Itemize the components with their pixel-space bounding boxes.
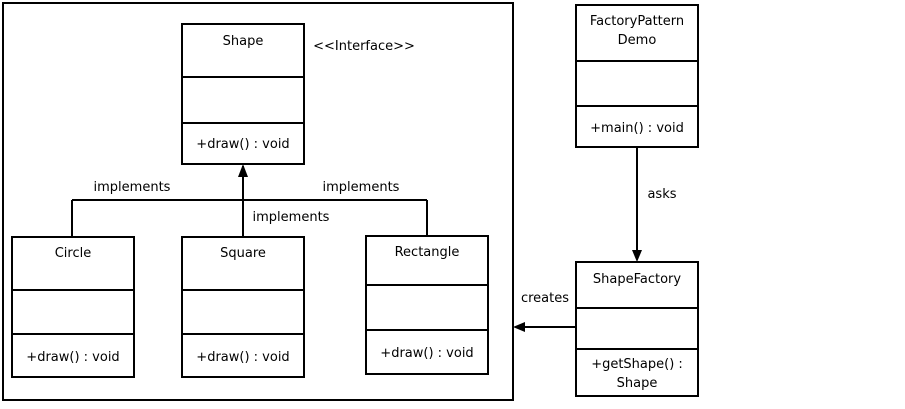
class-shape-factory-box bbox=[575, 261, 699, 397]
class-rectangle: Rectangle +draw() : void bbox=[365, 235, 489, 375]
label-implements-left: implements bbox=[94, 180, 171, 195]
class-square-name: Square bbox=[220, 246, 266, 261]
class-factory-pattern-demo-box bbox=[575, 4, 699, 148]
class-circle-box bbox=[11, 236, 135, 378]
asks-connector bbox=[632, 148, 642, 262]
class-shape-method: +draw() : void bbox=[196, 137, 289, 152]
class-shape-factory-method-line2: Shape bbox=[617, 376, 658, 391]
class-shape-factory-method-line1: +getShape() : bbox=[591, 357, 683, 372]
class-shape-name: Shape bbox=[223, 34, 264, 49]
class-square: Square +draw() : void bbox=[181, 236, 305, 378]
class-factory-pattern-demo-name-line1: FactoryPattern bbox=[590, 14, 684, 29]
creates-arrowhead bbox=[513, 322, 525, 332]
class-shape: Shape +draw() : void bbox=[181, 23, 305, 165]
implements-connectors bbox=[71, 164, 428, 237]
class-shape-factory: ShapeFactory +getShape() : Shape bbox=[575, 261, 699, 397]
class-factory-pattern-demo: FactoryPattern Demo +main() : void bbox=[575, 4, 699, 148]
shape-hierarchy-frame bbox=[2, 2, 514, 401]
class-circle-name: Circle bbox=[55, 246, 92, 261]
label-creates: creates bbox=[521, 291, 569, 306]
class-circle-method: +draw() : void bbox=[26, 350, 119, 365]
creates-connector bbox=[513, 322, 576, 332]
class-rectangle-method: +draw() : void bbox=[380, 346, 473, 361]
implements-arrowhead bbox=[238, 164, 248, 177]
class-rectangle-box bbox=[365, 235, 489, 375]
label-implements-center: implements bbox=[253, 210, 330, 225]
asks-arrowhead bbox=[632, 250, 642, 262]
label-asks: asks bbox=[647, 187, 676, 202]
class-rectangle-name: Rectangle bbox=[395, 245, 460, 260]
class-square-box bbox=[181, 236, 305, 378]
label-implements-right: implements bbox=[323, 180, 400, 195]
class-shape-factory-name: ShapeFactory bbox=[593, 272, 682, 287]
class-square-method: +draw() : void bbox=[196, 350, 289, 365]
class-factory-pattern-demo-method: +main() : void bbox=[590, 121, 684, 136]
class-factory-pattern-demo-name-line2: Demo bbox=[618, 33, 657, 48]
shape-stereotype: <<Interface>> bbox=[313, 39, 415, 54]
class-circle: Circle +draw() : void bbox=[11, 236, 135, 378]
